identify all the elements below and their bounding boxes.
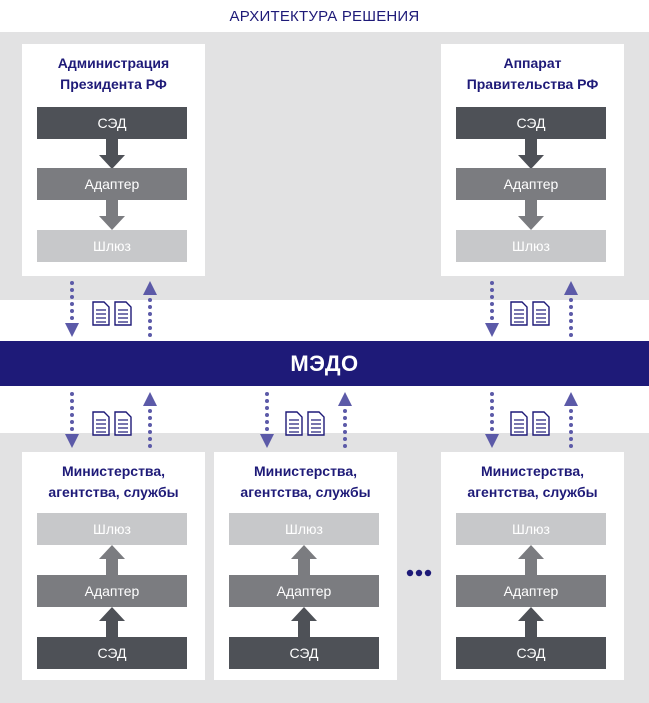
sed-box: СЭД [456, 107, 606, 139]
arrow-down-icon [518, 139, 544, 169]
dotted-arrow-down-icon [485, 392, 499, 448]
dotted-arrow-down-icon [65, 392, 79, 448]
node-title: Администрация Президента РФ [22, 53, 205, 95]
adapter-box: Адаптер [37, 575, 187, 607]
arrow-down-icon [99, 139, 125, 169]
node-title-line1: Министерства, [61, 463, 166, 479]
sed-box: СЭД [37, 107, 187, 139]
node-title: Министерства, агентства, службы [22, 461, 205, 503]
document-icon [92, 411, 132, 436]
adapter-box: Адаптер [37, 168, 187, 200]
node-title-line2: Президента РФ [60, 76, 167, 92]
dotted-arrow-up-icon [143, 392, 157, 448]
sed-box: СЭД [37, 637, 187, 669]
arrow-up-icon [291, 607, 317, 637]
node-title: Аппарат Правительства РФ [441, 53, 624, 95]
node-ministries-3: Министерства, агентства, службы Шлюз Ада… [441, 452, 624, 680]
gateway-box: Шлюз [229, 513, 379, 545]
diagram-title: АРХИТЕКТУРА РЕШЕНИЯ [229, 8, 420, 25]
node-title: Министерства, агентства, службы [214, 461, 397, 503]
node-title-line1: Администрация [57, 55, 170, 71]
sed-box: СЭД [456, 637, 606, 669]
dotted-arrow-up-icon [338, 392, 352, 448]
document-icon [510, 411, 550, 436]
arrow-up-icon [291, 545, 317, 575]
node-title-line2: агентства, службы [467, 484, 598, 500]
arrow-up-icon [99, 545, 125, 575]
node-title: Министерства, агентства, службы [441, 461, 624, 503]
adapter-box: Адаптер [456, 575, 606, 607]
node-title-line1: Аппарат [503, 55, 562, 71]
document-icon [92, 301, 132, 326]
node-ministries-1: Министерства, агентства, службы Шлюз Ада… [22, 452, 205, 680]
document-icon [510, 301, 550, 326]
ellipsis-icon [406, 569, 432, 577]
node-title-line1: Министерства, [253, 463, 358, 479]
arrow-up-icon [99, 607, 125, 637]
gateway-box: Шлюз [456, 230, 606, 262]
node-government-apparatus: Аппарат Правительства РФ СЭД Адаптер Шлю… [441, 44, 624, 276]
adapter-box: Адаптер [229, 575, 379, 607]
gateway-box: Шлюз [37, 513, 187, 545]
document-icon [285, 411, 325, 436]
gateway-box: Шлюз [456, 513, 606, 545]
dotted-arrow-up-icon [564, 392, 578, 448]
dotted-arrow-down-icon [485, 281, 499, 337]
arrow-down-icon [518, 200, 544, 230]
node-ministries-2: Министерства, агентства, службы Шлюз Ада… [214, 452, 397, 680]
dotted-arrow-up-icon [564, 281, 578, 337]
node-title-line2: агентства, службы [240, 484, 371, 500]
arrow-up-icon [518, 545, 544, 575]
dotted-arrow-up-icon [143, 281, 157, 337]
adapter-box: Адаптер [456, 168, 606, 200]
dotted-arrow-down-icon [260, 392, 274, 448]
sed-box: СЭД [229, 637, 379, 669]
gateway-box: Шлюз [37, 230, 187, 262]
arrow-down-icon [99, 200, 125, 230]
node-title-line2: агентства, службы [48, 484, 179, 500]
dotted-arrow-down-icon [65, 281, 79, 337]
node-presidential-administration: Администрация Президента РФ СЭД Адаптер … [22, 44, 205, 276]
medo-bus: МЭДО [0, 341, 649, 386]
node-title-line1: Министерства, [480, 463, 585, 479]
arrow-up-icon [518, 607, 544, 637]
node-title-line2: Правительства РФ [466, 76, 599, 92]
